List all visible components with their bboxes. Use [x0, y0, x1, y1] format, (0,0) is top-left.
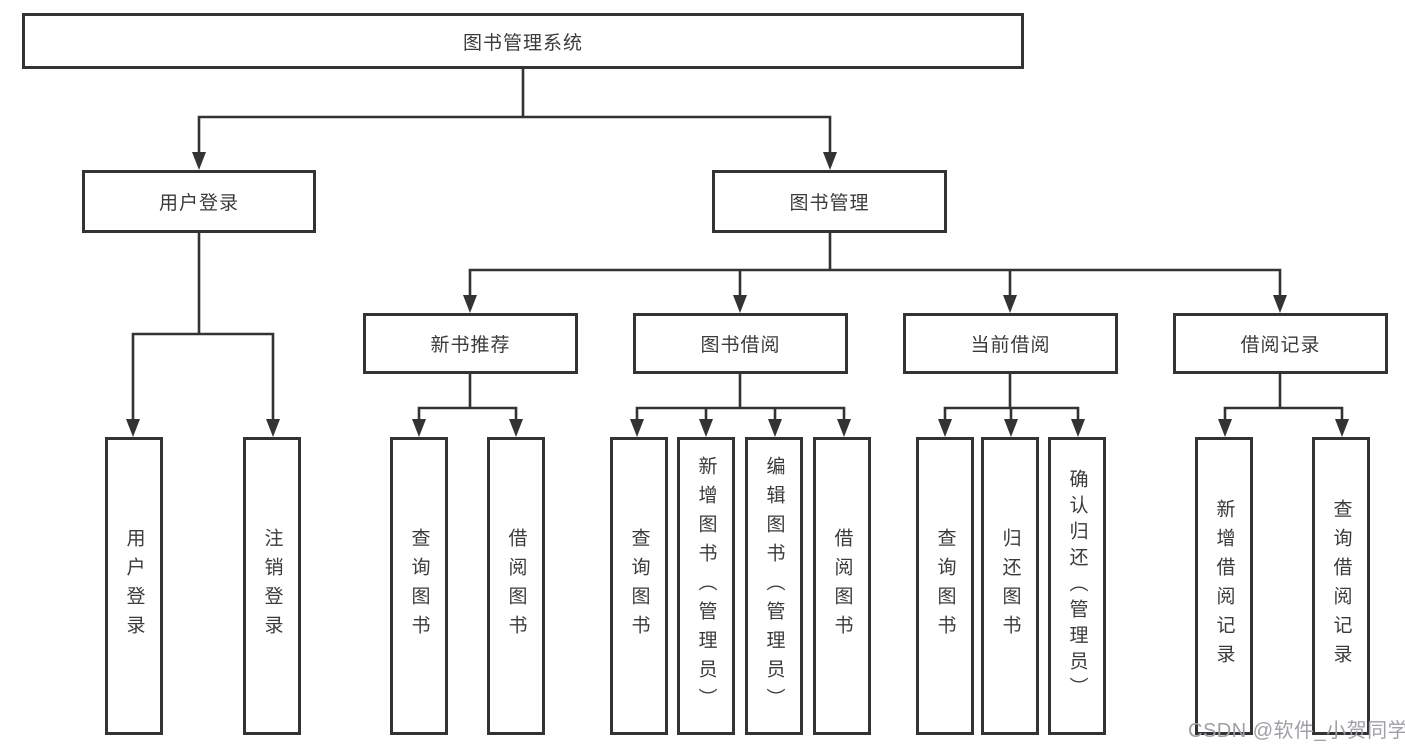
leaf-borrow-book: 借阅图书 [813, 437, 871, 735]
node-user-login: 用户登录 [82, 170, 316, 233]
node-label: 当前借阅 [970, 335, 1051, 356]
leaf-label: 编辑图书（管理员） [763, 455, 785, 717]
node-current-borrow: 当前借阅 [903, 313, 1118, 374]
leaf-label: 借阅图书 [831, 528, 853, 644]
node-label: 新书推荐 [430, 335, 511, 356]
leaf-label: 查询图书 [628, 528, 650, 644]
leaf-label: 注销登录 [261, 528, 283, 644]
leaf-label: 确认归还（管理员） [1066, 469, 1088, 703]
csdn-watermark: CSDN @软件_小贺同学 [1188, 720, 1405, 742]
node-new-book-recommend: 新书推荐 [363, 313, 578, 374]
leaf-label: 查询图书 [934, 528, 956, 644]
leaf-label: 用户登录 [123, 528, 145, 644]
leaf-edit-book-admin: 编辑图书（管理员） [745, 437, 803, 735]
leaf-confirm-return-admin: 确认归还（管理员） [1048, 437, 1106, 735]
leaf-label: 查询借阅记录 [1330, 499, 1352, 673]
leaf-add-book-admin: 新增图书（管理员） [677, 437, 735, 735]
node-borrow-records: 借阅记录 [1173, 313, 1388, 374]
leaf-borrow-book-recommend: 借阅图书 [487, 437, 545, 735]
node-label: 用户登录 [158, 193, 239, 214]
leaf-logout: 注销登录 [243, 437, 301, 735]
arrowheads [126, 152, 1349, 437]
leaf-user-login: 用户登录 [105, 437, 163, 735]
node-label: 图书借阅 [700, 335, 781, 356]
leaf-return-book: 归还图书 [981, 437, 1039, 735]
node-root-library-management-system: 图书管理系统 [22, 13, 1024, 69]
leaf-query-book-recommend: 查询图书 [390, 437, 448, 735]
leaf-label: 查询图书 [408, 528, 430, 644]
leaf-query-book-current: 查询图书 [916, 437, 974, 735]
node-label: 借阅记录 [1240, 335, 1321, 356]
leaf-query-book-borrow: 查询图书 [610, 437, 668, 735]
leaf-label: 归还图书 [999, 528, 1021, 644]
node-label: 图书管理系统 [462, 32, 583, 54]
leaf-label: 新增图书（管理员） [695, 455, 717, 717]
node-label: 图书管理 [789, 193, 870, 214]
leaf-add-borrow-record: 新增借阅记录 [1195, 437, 1253, 735]
node-book-management: 图书管理 [712, 170, 947, 233]
leaf-label: 借阅图书 [505, 528, 527, 644]
leaf-label: 新增借阅记录 [1213, 499, 1235, 673]
node-book-borrow: 图书借阅 [633, 313, 848, 374]
leaf-query-borrow-record: 查询借阅记录 [1312, 437, 1370, 735]
